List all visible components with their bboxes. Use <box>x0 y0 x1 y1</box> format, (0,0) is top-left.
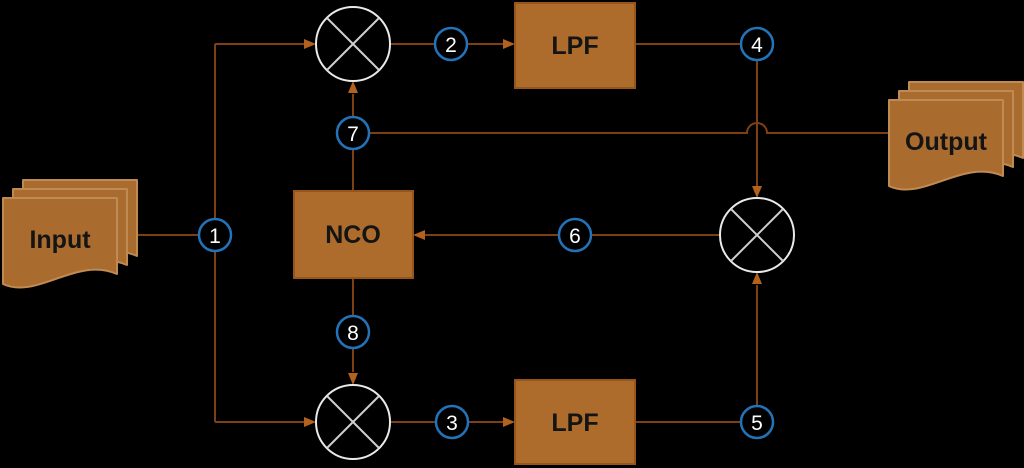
multiplier-bottom-node <box>315 384 391 460</box>
badge-2-label: 2 <box>445 34 457 57</box>
nco-box <box>293 190 414 279</box>
badge-8-circle <box>335 314 371 350</box>
lpf-bottom-label: LPF <box>551 409 598 437</box>
input-node: Input <box>2 179 138 289</box>
arrow-into-multiplier-top-left-icon <box>304 39 316 49</box>
badge-2: 2 <box>433 26 469 62</box>
badge-1-label: 1 <box>209 225 221 248</box>
output-node: Output <box>888 81 1024 191</box>
multiplier-top-node <box>315 6 391 82</box>
badge-7: 7 <box>335 115 371 151</box>
nco-label: NCO <box>325 221 381 249</box>
badge-8-label: 8 <box>347 322 359 345</box>
output-sheet-front <box>888 99 1004 191</box>
arrow-into-multiplier-right-top-icon <box>752 186 762 198</box>
lpf-bottom-node: LPF <box>514 379 636 465</box>
badge-7-circle <box>335 115 371 151</box>
lpf-top-node: LPF <box>514 2 636 89</box>
arrow-into-nco-icon <box>413 230 425 240</box>
output-label: Output <box>905 128 988 156</box>
signal-badges: 1 2 3 4 5 6 7 8 <box>197 26 775 440</box>
input-sheet-front <box>2 197 118 289</box>
arrow-into-multiplier-top-bottom-icon <box>348 81 358 93</box>
badge-8: 8 <box>335 314 371 350</box>
badge-1-circle <box>197 217 233 253</box>
badge-6-circle <box>557 217 593 253</box>
badge-3-circle <box>434 404 470 440</box>
arrow-into-multiplier-bottom-top-icon <box>348 373 358 385</box>
multiplier-cross-icon <box>326 17 380 71</box>
nco-node: NCO <box>293 190 414 279</box>
arrow-into-lpf-top-icon <box>503 39 515 49</box>
badge-3-label: 3 <box>446 412 458 435</box>
badge-4-label: 4 <box>751 34 763 57</box>
multiplier-cross-icon <box>730 208 784 262</box>
badge-1: 1 <box>197 217 233 253</box>
arrow-into-lpf-bottom-icon <box>503 417 515 427</box>
badge-3: 3 <box>434 404 470 440</box>
connector-7-to-output-with-hop <box>353 122 889 134</box>
arrowheads <box>304 39 762 427</box>
connector-lpf-bottom-to-multiplier-right <box>635 285 758 423</box>
multiplier-cross-icon <box>326 395 380 449</box>
lpf-top-label: LPF <box>551 32 598 60</box>
badge-4-circle <box>739 26 775 62</box>
badge-2-circle <box>433 26 469 62</box>
badge-7-label: 7 <box>347 123 359 146</box>
input-label: Input <box>29 226 91 254</box>
multiplier-right-node <box>719 197 795 273</box>
badge-5-label: 5 <box>751 412 763 435</box>
badge-6-label: 6 <box>569 225 581 248</box>
connector-lpf-top-to-multiplier-right <box>635 43 758 187</box>
badge-4: 4 <box>739 26 775 62</box>
badge-5: 5 <box>739 404 775 440</box>
lpf-bottom-box <box>514 379 636 465</box>
badge-5-circle <box>739 404 775 440</box>
arrow-into-multiplier-bottom-left-icon <box>304 417 316 427</box>
arrow-into-multiplier-right-bottom-icon <box>752 272 762 284</box>
badge-6: 6 <box>557 217 593 253</box>
lpf-top-box <box>514 2 636 89</box>
